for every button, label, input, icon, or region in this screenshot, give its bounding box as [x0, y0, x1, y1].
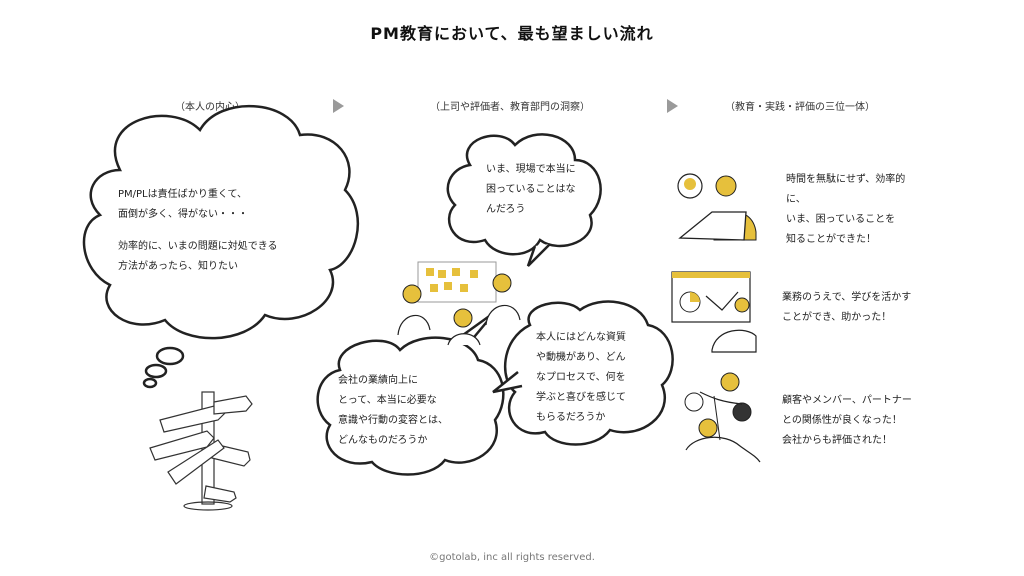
- page-title: PM教育において、最も望ましい流れ: [370, 24, 654, 43]
- result-line: ことができ、助かった！: [782, 312, 892, 323]
- inner-voice-text: PM/PLは責任ばかり重くて、 面倒が多く、得がない・・・ 効率的に、いまの問題…: [118, 185, 278, 277]
- result-line: 時間を無駄にせず、効率的: [786, 174, 906, 185]
- column-heading-insight: （上司や評価者、教育部門の洞察）: [430, 102, 590, 113]
- speech-bubble-top: [446, 133, 602, 267]
- result-item-3: 顧客やメンバー、パートナー との関係性が良くなった！ 会社からも評価された！: [782, 391, 912, 451]
- result-line: 顧客やメンバー、パートナー: [782, 395, 912, 406]
- insight-right-text: 本人にはどんな資質 や動機があり、どん なプロセスで、何を 学ぶと喜びを感じて …: [536, 328, 626, 428]
- thought-cloud: [82, 104, 360, 340]
- speech-bubble-right: [492, 300, 674, 446]
- insight-left-line: 会社の業績向上に: [338, 375, 418, 386]
- online-meeting-illustration-icon: [677, 173, 757, 241]
- column-heading-inner-voice: （本人の内心）: [175, 102, 245, 113]
- signpost-icon: [149, 391, 253, 511]
- insight-left-line: どんなものだろうか: [338, 435, 428, 446]
- insight-top-text: いま、現場で本当に 困っていることはな んだろう: [486, 160, 576, 220]
- result-line: 会社からも評価された！: [782, 435, 892, 446]
- insight-left-line: 意識や行動の変容とは、: [338, 415, 448, 426]
- insight-top-line: 困っていることはな: [486, 184, 576, 195]
- insight-left-line: とって、本当に必要な: [338, 395, 437, 406]
- flow-arrow-icon: [333, 99, 344, 113]
- insight-right-line: 学ぶと喜びを感じて: [536, 392, 626, 403]
- insight-right-line: なプロセスで、何を: [536, 372, 626, 383]
- result-item-2: 業務のうえで、学びを活かす ことができ、助かった！: [782, 288, 911, 328]
- result-line: に、: [786, 194, 806, 205]
- insight-right-line: 本人にはどんな資質: [536, 332, 626, 343]
- insight-right-line: や動機があり、どん: [536, 352, 626, 363]
- result-line: との関係性が良くなった！: [782, 415, 902, 426]
- column-heading-integration: （教育・実践・評価の三位一体）: [725, 102, 875, 113]
- inner-voice-line: PM/PLは責任ばかり重くて、: [118, 189, 248, 200]
- inner-voice-line: 面倒が多く、得がない・・・: [118, 209, 248, 220]
- presentation-illustration-icon: [671, 271, 757, 353]
- inner-voice-line: 方法があったら、知りたい: [118, 261, 238, 272]
- result-line: 業務のうえで、学びを活かす: [782, 292, 912, 303]
- team-celebration-illustration-icon: [684, 372, 761, 463]
- inner-voice-line: 効率的に、いまの問題に対処できる: [118, 241, 278, 252]
- insight-right-line: もらるだろうか: [536, 412, 606, 423]
- result-line: 知ることができた！: [786, 234, 876, 245]
- result-item-1: 時間を無駄にせず、効率的 に、 いま、困っていることを 知ることができた！: [786, 170, 905, 250]
- insight-top-line: いま、現場で本当に: [486, 164, 576, 175]
- result-line: いま、困っていることを: [786, 214, 896, 225]
- insight-left-text: 会社の業績向上に とって、本当に必要な 意識や行動の変容とは、 どんなものだろう…: [338, 371, 448, 451]
- copyright-footer: ©gotolab, inc all rights reserved.: [429, 552, 595, 563]
- speech-bubble-left: [316, 310, 505, 476]
- thought-trail: [142, 346, 185, 389]
- flow-arrow-icon: [667, 99, 678, 113]
- inner-voice-spacer: [118, 225, 278, 237]
- insight-top-line: んだろう: [486, 204, 526, 215]
- meeting-illustration-icon: [397, 261, 521, 346]
